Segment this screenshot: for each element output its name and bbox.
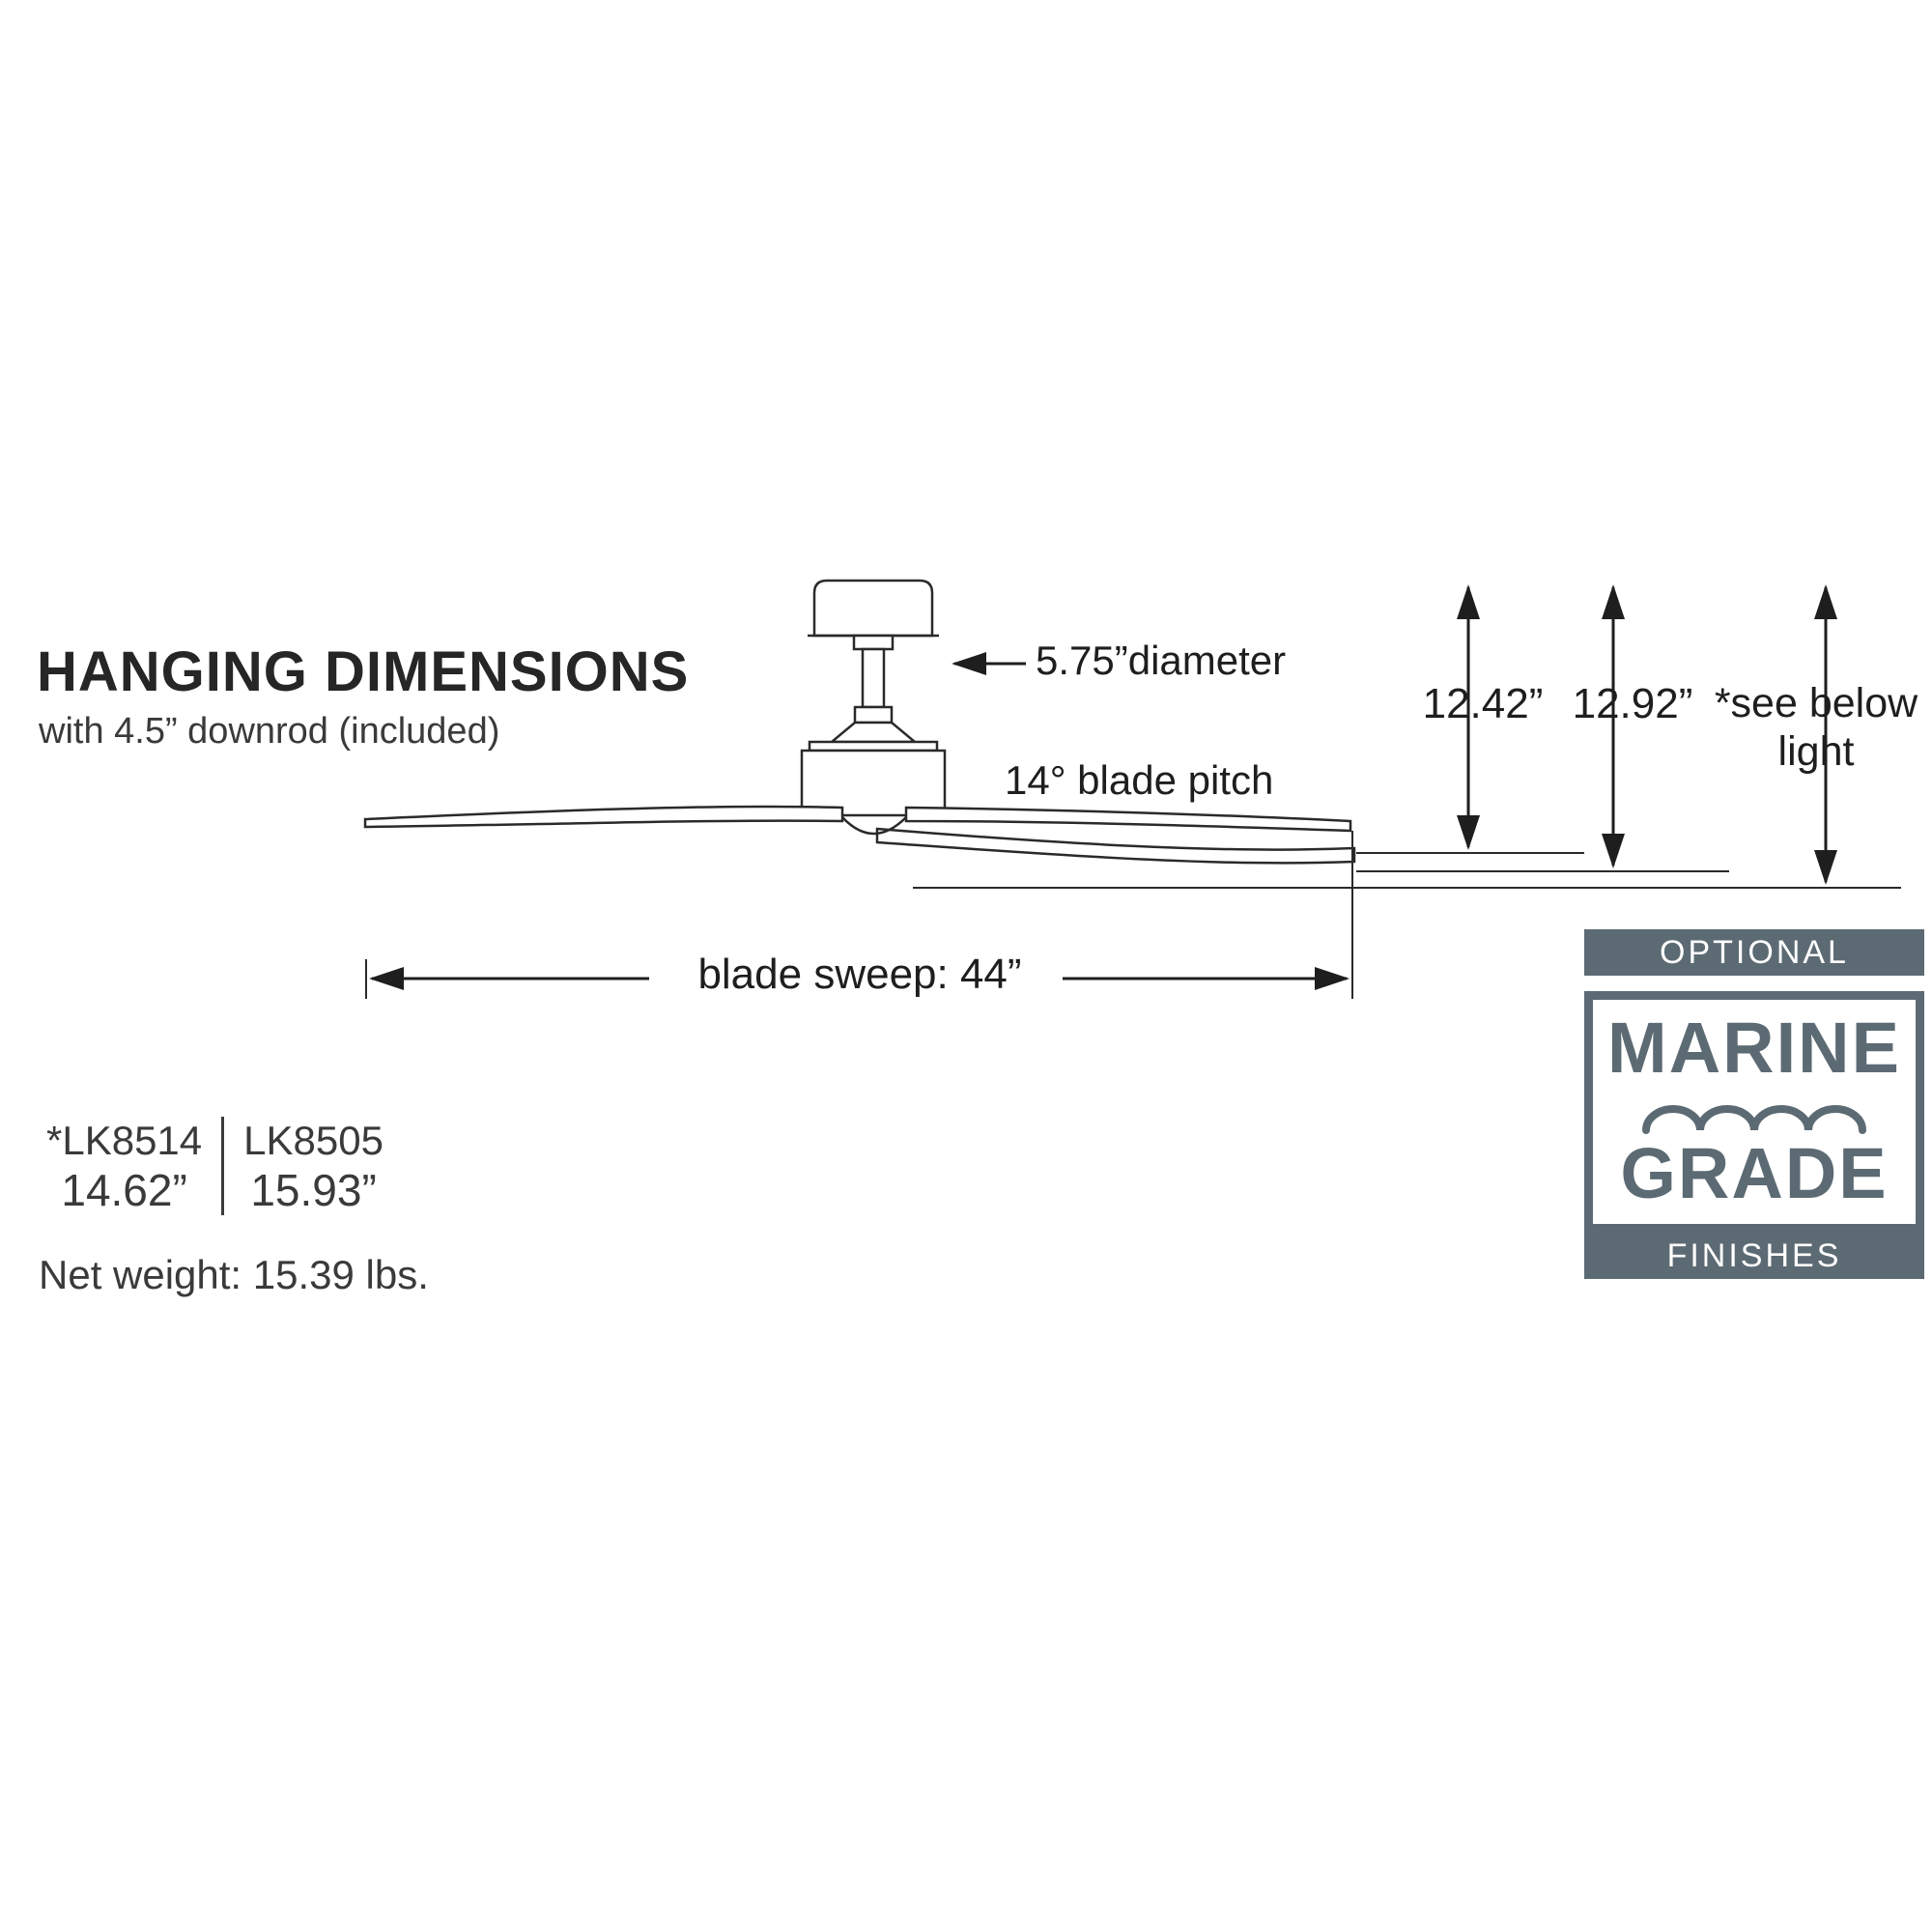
optional-banner: OPTIONAL [1584,929,1924,976]
ceiling-fan-drawing [363,579,1356,865]
wave-icon [1593,1085,1916,1137]
marine-word: MARINE [1607,1008,1901,1088]
page-title: HANGING DIMENSIONS [37,640,690,703]
model-height: 14.62” [61,1165,187,1215]
blade-sweep-label: blade sweep: 44” [676,951,1043,999]
model-table: *LK8514 14.62” LK8505 15.93” [27,1117,403,1215]
reference-lines [365,831,1901,999]
motor-flange [808,740,939,753]
model-code: *LK8514 [46,1118,203,1163]
height-large-label: 12.92” [1572,680,1693,727]
height-small-label: 12.42” [1422,680,1544,727]
height-note-line1: *see below [1714,680,1918,726]
blade-right [904,806,1352,833]
diameter-label: 5.75”diameter [1036,638,1287,683]
model-height: 15.93” [250,1165,377,1215]
model-code: LK8505 [243,1118,384,1163]
blade-pitch-label: 14° blade pitch [1005,757,1274,803]
height-note-line2: light [1777,728,1855,775]
marine-grade-badge: OPTIONAL MARINE GRADE FINISHES [1584,929,1924,1279]
page-subtitle: with 4.5” downrod (included) [39,711,500,752]
canopy-collar [852,634,895,651]
grade-word: GRADE [1620,1133,1889,1213]
model-column-right: LK8505 15.93” [221,1117,403,1215]
marine-grade-logo: MARINE GRADE [1584,991,1924,1233]
dimension-arrows [369,584,1837,990]
downrod-coupler [853,705,894,724]
canopy [812,579,934,638]
downrod [861,647,886,709]
blade-left [363,805,844,829]
model-column-left: *LK8514 14.62” [27,1117,221,1215]
finishes-banner: FINISHES [1584,1233,1924,1279]
net-weight: Net weight: 15.39 lbs. [39,1252,429,1297]
light-kit [841,816,907,836]
blade-front [875,827,1356,865]
motor-housing [800,749,947,817]
motor-bell [828,721,919,744]
